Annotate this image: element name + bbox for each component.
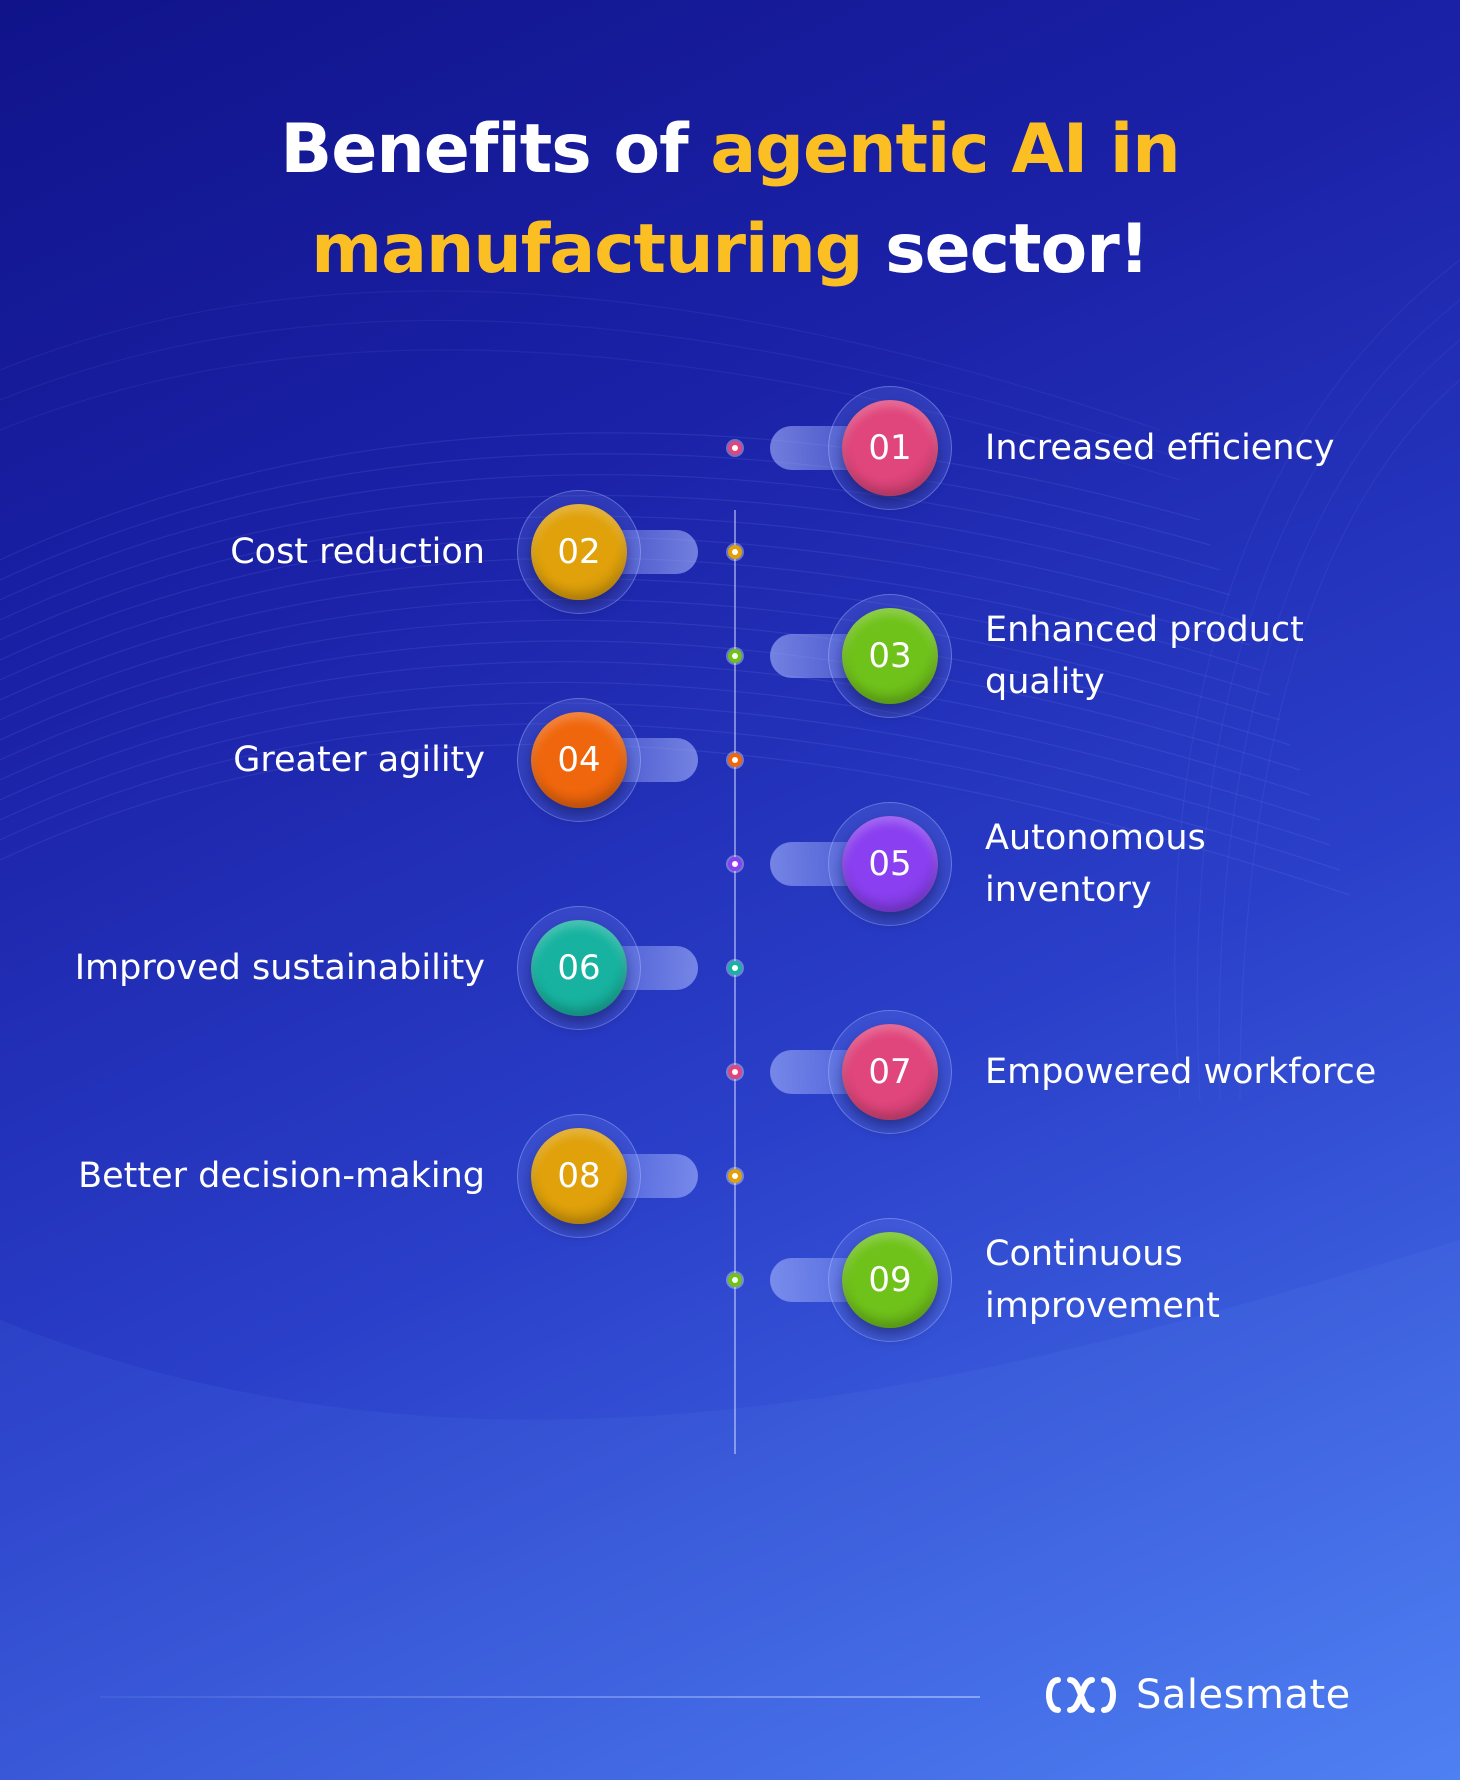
benefit-item-03: 03	[770, 594, 970, 718]
number-badge-05: 05	[842, 816, 938, 912]
title-part-4: sector!	[862, 210, 1150, 289]
footer-divider	[100, 1696, 980, 1698]
benefit-label-05: Autonomous inventory	[985, 812, 1206, 916]
timeline-dot-05	[728, 857, 742, 871]
benefit-label-line-1: Autonomous	[985, 818, 1206, 858]
benefit-label-02: Cost reduction	[230, 532, 485, 572]
timeline-dot-06	[728, 961, 742, 975]
number-badge-03: 03	[842, 608, 938, 704]
benefit-item-04: 04	[517, 698, 698, 822]
title-part-3: manufacturing	[311, 210, 863, 289]
number-badge-06: 06	[531, 920, 627, 1016]
title-part-1: Benefits of	[280, 110, 711, 189]
brand: Salesmate	[1040, 1670, 1351, 1720]
number-badge-09: 09	[842, 1232, 938, 1328]
benefit-label-line-2: quality	[985, 662, 1105, 702]
benefit-item-02: 02	[517, 490, 698, 614]
number-badge-04: 04	[531, 712, 627, 808]
benefit-item-06: 06	[517, 906, 698, 1030]
timeline-line	[734, 510, 736, 1454]
benefit-label-07: Empowered workforce	[985, 1052, 1377, 1092]
title-part-2: agentic AI in	[710, 110, 1180, 189]
salesmate-logo-icon	[1046, 1677, 1116, 1713]
benefit-label-01: Increased efficiency	[985, 428, 1335, 468]
timeline-dot-08	[728, 1169, 742, 1183]
timeline-dot-04	[728, 753, 742, 767]
benefit-label-09: Continuous improvement	[985, 1228, 1220, 1332]
benefit-item-01: 01	[770, 386, 970, 510]
benefit-label-line-2: inventory	[985, 870, 1152, 910]
benefit-label-06: Improved sustainability	[74, 948, 485, 988]
number-badge-08: 08	[531, 1128, 627, 1224]
timeline-dot-03	[728, 649, 742, 663]
number-badge-07: 07	[842, 1024, 938, 1120]
benefit-label-line-1: Continuous	[985, 1234, 1183, 1274]
number-badge-01: 01	[842, 400, 938, 496]
benefit-item-05: 05	[770, 802, 970, 926]
page-title: Benefits of agentic AI in manufacturing …	[0, 100, 1460, 300]
benefit-label-04: Greater agility	[233, 740, 485, 780]
benefit-item-07: 07	[770, 1010, 970, 1134]
benefit-label-03: Enhanced product quality	[985, 604, 1304, 708]
number-badge-02: 02	[531, 504, 627, 600]
timeline-dot-01	[728, 441, 742, 455]
brand-name: Salesmate	[1136, 1672, 1351, 1718]
benefit-label-08: Better decision-making	[78, 1156, 485, 1196]
timeline-dot-09	[728, 1273, 742, 1287]
benefit-label-line-1: Enhanced product	[985, 610, 1304, 650]
benefit-item-08: 08	[517, 1114, 698, 1238]
timeline-dot-02	[728, 545, 742, 559]
benefit-item-09: 09	[770, 1218, 970, 1342]
timeline-dot-07	[728, 1065, 742, 1079]
benefit-label-line-2: improvement	[985, 1286, 1220, 1326]
